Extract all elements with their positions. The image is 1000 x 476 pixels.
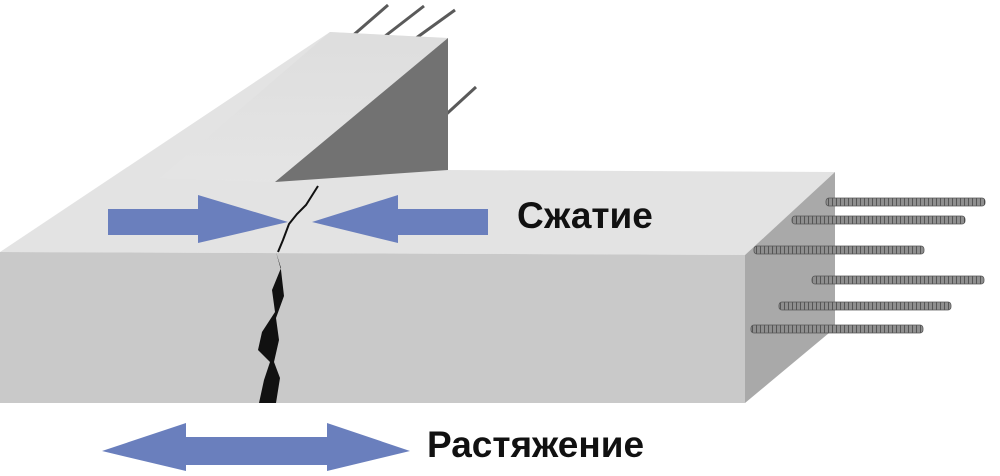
column-rebar [349,3,389,40]
slab-side-face [745,172,835,403]
slab-rebar [811,275,985,285]
slab-front-face [0,252,745,403]
column-rebar [379,4,425,42]
compression-arrow-right [312,195,488,243]
column-top-face [160,32,448,182]
column-cut-face [275,38,448,182]
crack-front [258,252,284,403]
slab-rebars [750,197,986,334]
slab-rebar [825,197,986,207]
tension-label: Растяжение [427,424,645,465]
compression-arrow-left [108,195,288,243]
column-rebar [411,8,456,43]
tension-arrow-icon [102,423,410,471]
slab-rebar [778,301,952,311]
slab-rebar [750,324,924,334]
compression-arrows-icon [108,195,488,243]
slab-rebar [753,245,925,255]
crack-top [277,185,319,253]
slab-rebar [791,215,966,225]
compression-label: Сжатие [517,195,653,236]
